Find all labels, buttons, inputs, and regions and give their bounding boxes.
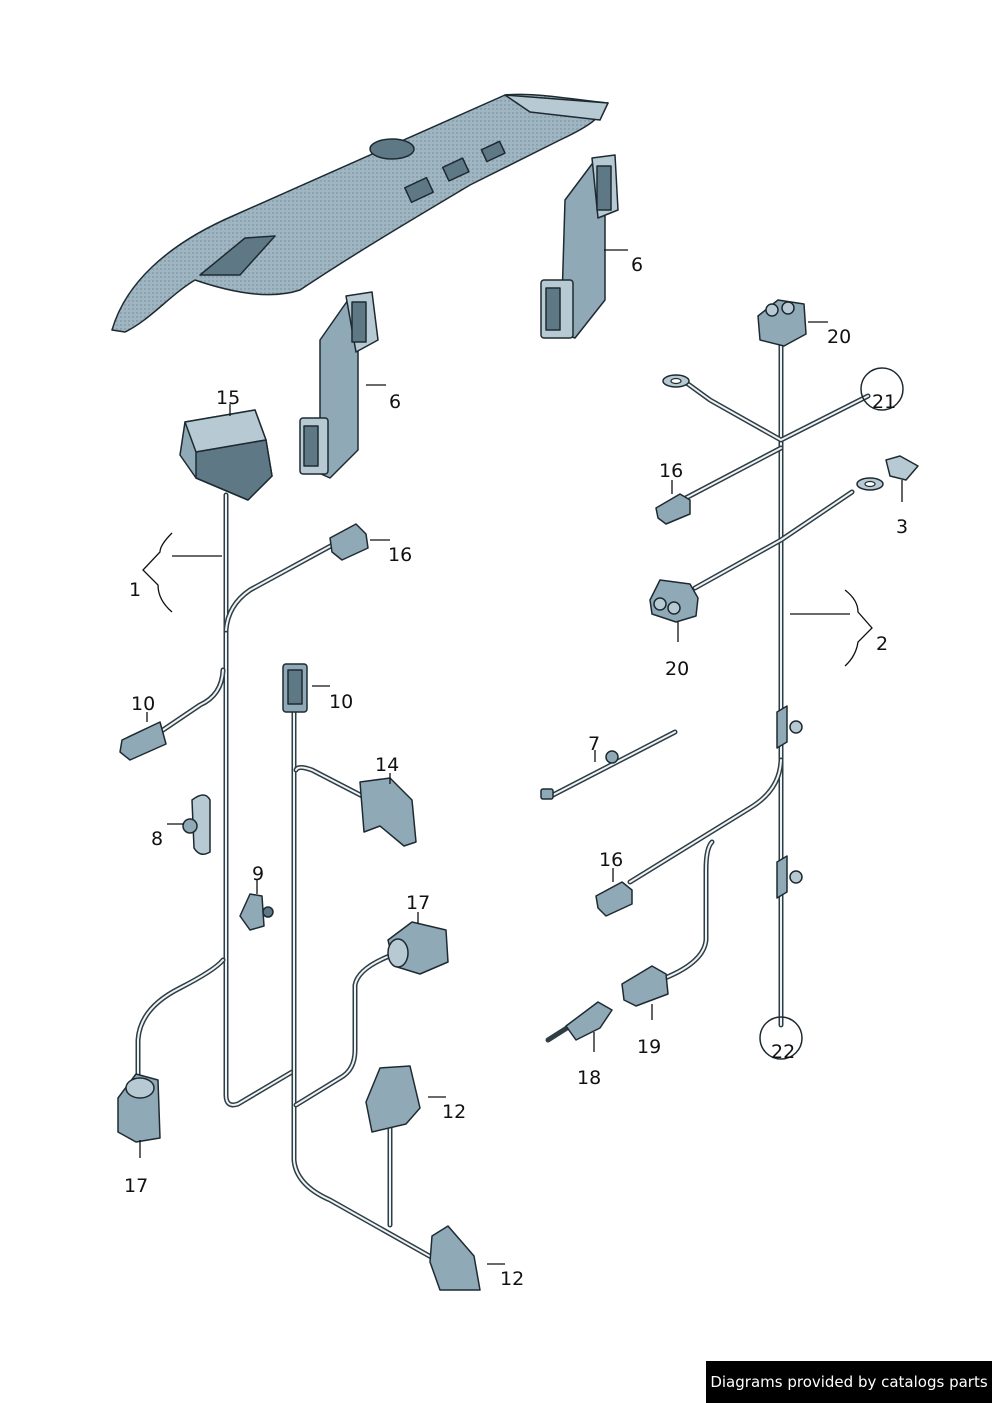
clip-3 <box>885 455 919 481</box>
label-6-right: 6 <box>631 254 643 276</box>
label-9: 9 <box>252 863 264 885</box>
label-16-upper-right: 16 <box>659 460 683 482</box>
connector-16-left <box>329 523 369 561</box>
connector-10-vertical <box>282 663 308 713</box>
label-19: 19 <box>637 1036 661 1058</box>
ring-terminal-upper <box>662 374 690 388</box>
label-15: 15 <box>216 387 240 409</box>
label-14: 14 <box>375 754 399 776</box>
connector-16-lower-right <box>595 881 633 917</box>
part-labels: 1 2 3 6 6 7 8 9 10 10 12 12 14 15 16 16 … <box>124 254 908 1290</box>
connector-20-lower <box>649 579 699 623</box>
label-6-left: 6 <box>389 391 401 413</box>
label-20-lower: 20 <box>665 658 689 680</box>
label-17-right: 17 <box>406 892 430 914</box>
label-10-left: 10 <box>131 693 155 715</box>
leader-lines <box>139 249 903 1265</box>
label-16-lower-right: 16 <box>599 849 623 871</box>
bracket-14 <box>359 777 417 847</box>
wire-end-22 <box>759 1016 803 1060</box>
label-12-lower: 12 <box>500 1268 524 1290</box>
label-21: 21 <box>872 391 896 413</box>
bracket-6-left <box>299 291 379 479</box>
right-harness-wires <box>550 337 871 1028</box>
tailgate-trim-panel <box>111 93 609 333</box>
label-22: 22 <box>771 1041 795 1063</box>
connector-17-right <box>387 921 449 975</box>
label-2: 2 <box>876 633 888 655</box>
label-7: 7 <box>588 733 600 755</box>
connector-19 <box>621 965 669 1007</box>
label-3: 3 <box>896 516 908 538</box>
connector-10-left <box>119 721 167 761</box>
bracket-6-right <box>540 154 619 339</box>
label-8: 8 <box>151 828 163 850</box>
left-harness-wires <box>135 492 443 1265</box>
connector-16-upper-right <box>655 493 691 525</box>
label-10-vertical: 10 <box>329 691 353 713</box>
connector-17-left <box>117 1073 161 1143</box>
ring-terminal-lower <box>856 477 884 491</box>
harness-clip-lower <box>776 855 803 899</box>
label-1: 1 <box>129 579 141 601</box>
label-17-left: 17 <box>124 1175 148 1197</box>
control-unit-15 <box>179 409 273 501</box>
wire-end-21 <box>860 367 904 411</box>
label-12-upper: 12 <box>442 1101 466 1123</box>
harness-clip-upper <box>776 705 803 749</box>
label-18: 18 <box>577 1067 601 1089</box>
grommet-8 <box>182 794 211 855</box>
sensor-18 <box>545 1001 613 1043</box>
connector-20-top <box>757 299 807 347</box>
label-16-left: 16 <box>388 544 412 566</box>
label-20-top: 20 <box>827 326 851 348</box>
connector-12-lower <box>429 1225 481 1291</box>
cable-tie-7 <box>540 750 619 800</box>
clip-9 <box>239 893 274 931</box>
connector-12-upper <box>365 1065 421 1133</box>
credit-footer: Diagrams provided by catalogs parts <box>706 1361 992 1403</box>
